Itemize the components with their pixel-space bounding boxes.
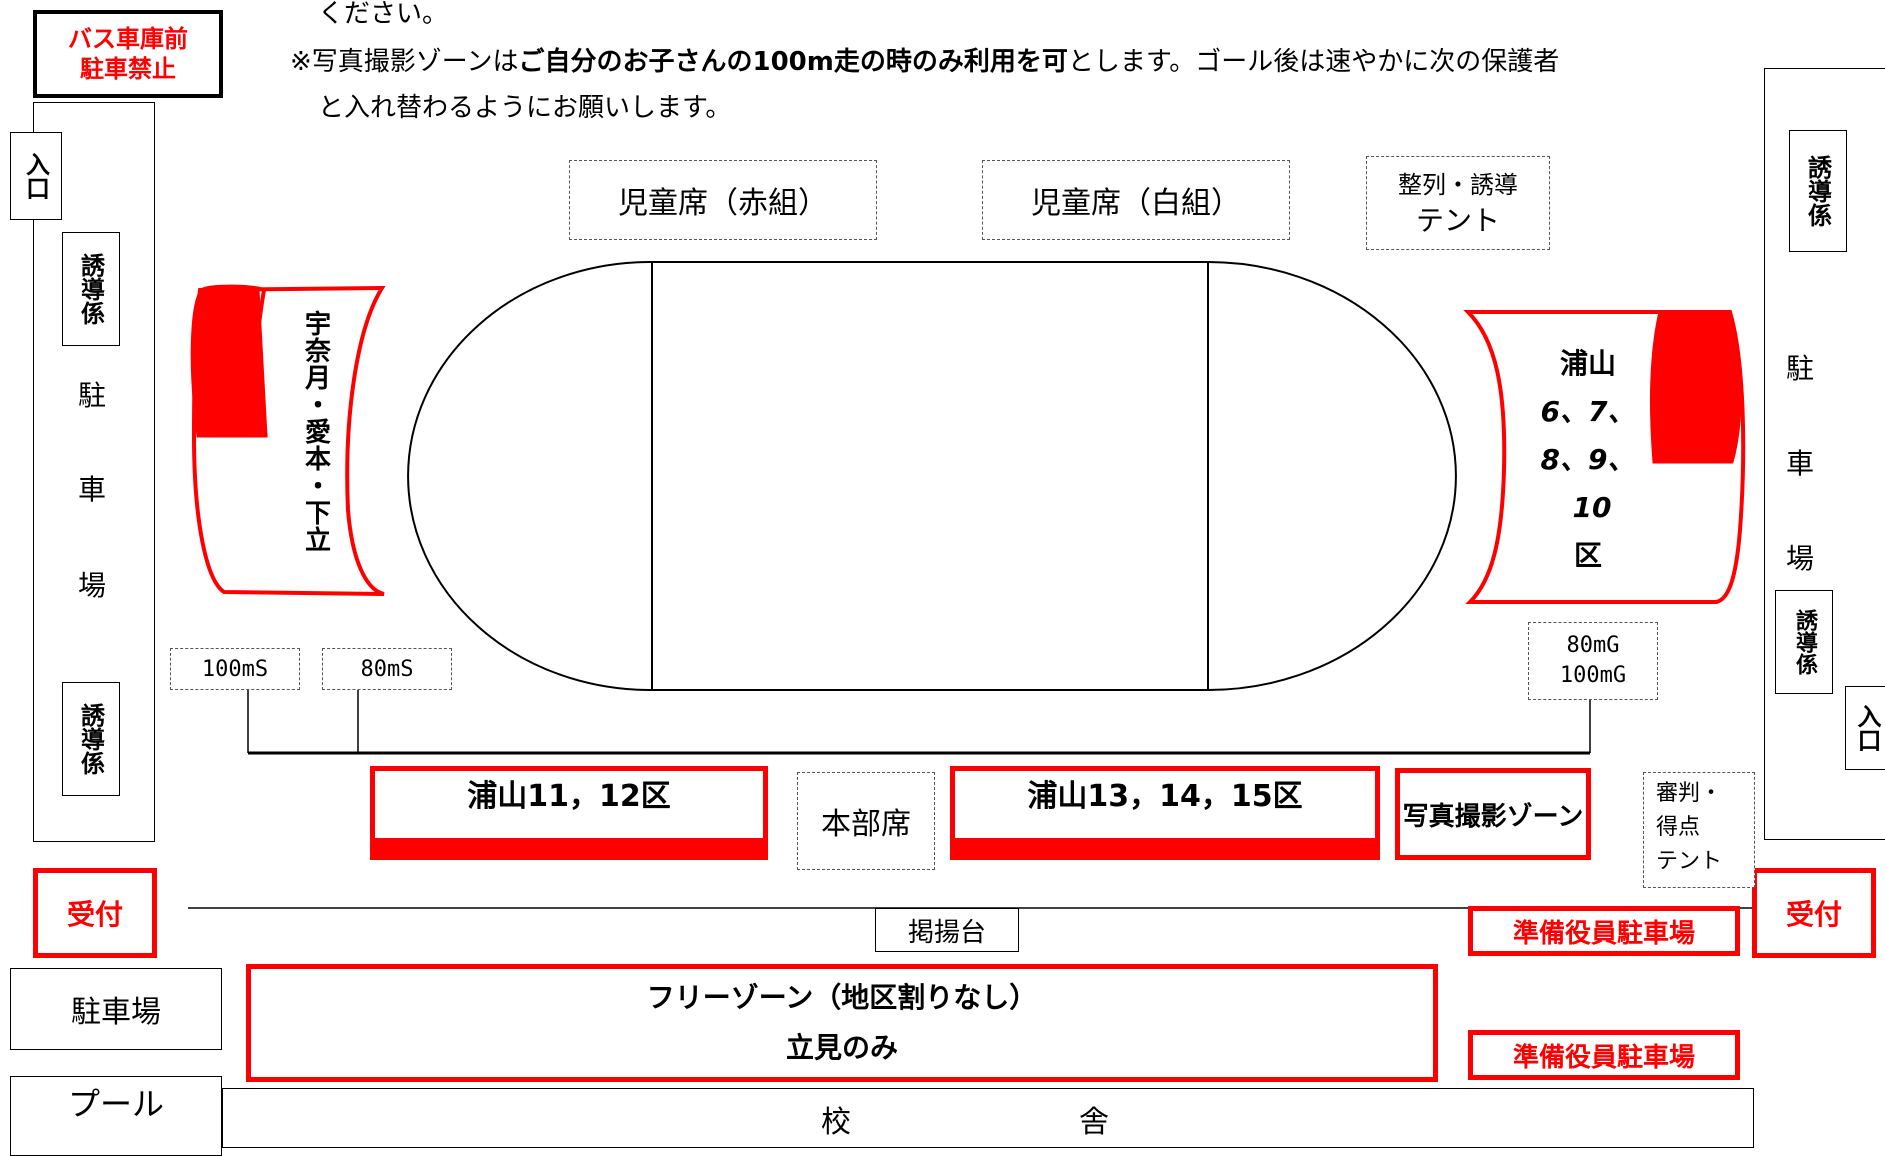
right-guide-bottom: 誘導係 bbox=[1775, 590, 1833, 694]
goal-80m: 80mG bbox=[1566, 633, 1620, 658]
school-char-1: 校 bbox=[821, 1105, 851, 1140]
staff-parking-1: 準備役員駐車場 bbox=[1468, 906, 1740, 956]
free-zone-line2: 立見のみ bbox=[785, 1031, 898, 1064]
free-zone: フリーゾーン（地区割りなし） 立見のみ bbox=[246, 964, 1438, 1082]
judge-tent-line3: テント bbox=[1656, 849, 1723, 874]
headquarters-seat: 本部席 bbox=[797, 772, 935, 870]
notice-prefix: ※写真撮影ゾーンは bbox=[290, 47, 519, 77]
notice-suffix: とします。ゴール後は速やかに次の保護者 bbox=[1067, 47, 1560, 77]
right-entrance: 入口 bbox=[1845, 686, 1885, 770]
right-tent-line2: 6、7、 bbox=[1540, 395, 1636, 428]
bus-no-parking-sign: バス車庫前 駐車禁止 bbox=[33, 10, 223, 98]
flag-pole-stand: 掲揚台 bbox=[875, 908, 1019, 952]
notice-line-1: ※写真撮影ゾーンはご自分のお子さんの100m走の時のみ利用を可とします。ゴール後… bbox=[290, 38, 1559, 86]
running-track bbox=[407, 261, 1457, 691]
left-reception: 受付 bbox=[33, 868, 157, 958]
right-tent-label: 浦山 6、7、 8、9、 10 区 bbox=[1538, 340, 1638, 580]
left-parking-char-3: 場 bbox=[77, 569, 106, 602]
seat-white-team: 児童席（白組） bbox=[982, 160, 1290, 240]
left-parking-char-2: 車 bbox=[77, 473, 106, 506]
start-80m-marker: 80mS bbox=[322, 648, 452, 690]
left-entrance: 入口 bbox=[10, 132, 62, 220]
bus-no-parking-line2: 駐車禁止 bbox=[80, 55, 176, 83]
goal-marker: 80mG 100mG bbox=[1528, 622, 1658, 700]
school-building: 校 舎 bbox=[222, 1088, 1754, 1148]
judge-scoring-tent: 審判・ 得点 テント bbox=[1643, 772, 1755, 888]
right-tent bbox=[1463, 310, 1746, 604]
judge-tent-line2: 得点 bbox=[1656, 815, 1701, 840]
left-parking-lot: 駐車場 bbox=[10, 968, 222, 1050]
right-guide-top: 誘導係 bbox=[1789, 130, 1847, 252]
zone-urayama-13-15-label: 浦山13，14，15区 bbox=[1027, 779, 1303, 814]
lineup-guide-tent-line1: 整列・誘導 bbox=[1398, 171, 1518, 199]
right-tent-line5: 区 bbox=[1573, 539, 1602, 572]
goal-100m: 100mG bbox=[1559, 663, 1627, 688]
right-tent-line4: 10 bbox=[1572, 491, 1612, 524]
left-tent bbox=[190, 284, 386, 596]
left-tent-label: 宇奈月・愛本・下立 bbox=[300, 309, 331, 553]
judge-tent-line1: 審判・ bbox=[1656, 781, 1723, 806]
notice-emphasis: ご自分のお子さんの100m走の時のみ利用を可 bbox=[518, 47, 1068, 77]
lineup-guide-tent: 整列・誘導 テント bbox=[1366, 156, 1550, 250]
right-parking-char-1: 駐 bbox=[1785, 352, 1814, 385]
left-guide-bottom: 誘導係 bbox=[62, 682, 120, 796]
seat-red-team: 児童席（赤組） bbox=[569, 160, 877, 240]
notice-line-2: と入れ替わるようにお願いします。 bbox=[318, 93, 732, 123]
right-reception: 受付 bbox=[1752, 868, 1876, 958]
right-parking-char-2: 車 bbox=[1785, 447, 1814, 480]
lineup-guide-tent-line2: テント bbox=[1415, 204, 1500, 237]
left-parking-char-1: 駐 bbox=[77, 379, 106, 412]
right-parking-char-3: 場 bbox=[1785, 542, 1814, 575]
right-tent-line1: 浦山 bbox=[1559, 347, 1616, 380]
school-char-2: 舎 bbox=[1079, 1105, 1109, 1140]
free-zone-line1: フリーゾーン（地区割りなし） bbox=[646, 981, 1038, 1014]
left-guide-top: 誘導係 bbox=[62, 232, 120, 346]
photo-zone: 写真撮影ゾーン bbox=[1395, 768, 1591, 860]
bus-no-parking-line1: バス車庫前 bbox=[68, 25, 188, 53]
zone-urayama-13-15: 浦山13，14，15区 bbox=[950, 766, 1380, 860]
right-tent-line3: 8、9、 bbox=[1540, 443, 1636, 476]
staff-parking-2: 準備役員駐車場 bbox=[1468, 1030, 1740, 1080]
start-100m-marker: 100mS bbox=[170, 648, 300, 690]
notice-line-0: ください。 bbox=[318, 0, 449, 29]
zone-urayama-11-12: 浦山11，12区 bbox=[370, 766, 768, 860]
zone-urayama-11-12-label: 浦山11，12区 bbox=[467, 779, 671, 814]
